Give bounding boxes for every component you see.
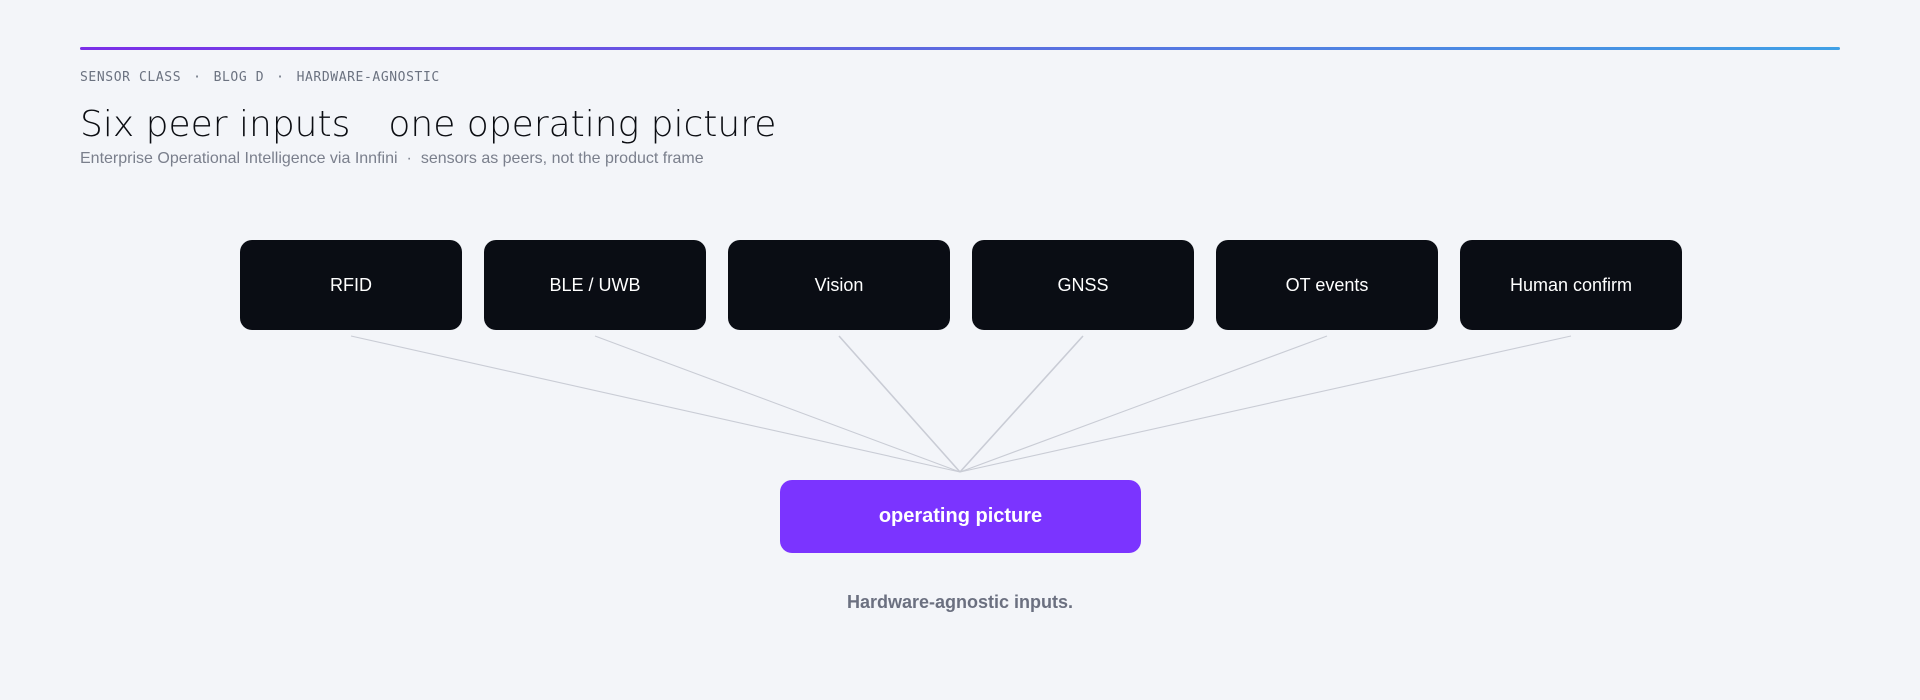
input-node-gnss: GNSS: [972, 240, 1194, 330]
connector-line: [350, 335, 961, 473]
connector-line: [959, 335, 1084, 473]
eyebrow-separator: ·: [193, 70, 202, 85]
page-title-right: one operating picture: [388, 104, 777, 145]
output-node-operating-picture: operating picture: [780, 480, 1141, 553]
page-title-left: Six peer inputs: [80, 104, 351, 145]
accent-rule: [80, 47, 1840, 50]
connector-line: [838, 335, 961, 473]
connector-line: [959, 335, 1572, 473]
connector-line: [594, 335, 961, 473]
input-node-vision: Vision: [728, 240, 950, 330]
eyebrow: SENSOR CLASS · BLOG D · HARDWARE-AGNOSTIC: [80, 70, 440, 85]
eyebrow-tag: HARDWARE-AGNOSTIC: [296, 70, 440, 85]
connector-line: [959, 335, 1328, 473]
page-subtitle: Enterprise Operational Intelligence via …: [80, 150, 704, 168]
subtitle-separator: ·: [406, 150, 412, 167]
input-node-human-confirm: Human confirm: [1460, 240, 1682, 330]
input-node-rfid: RFID: [240, 240, 462, 330]
page-title: Six peer inputs one operating picture: [80, 104, 776, 145]
subtitle-left: Enterprise Operational Intelligence via …: [80, 150, 398, 167]
input-node-ble-uwb: BLE / UWB: [484, 240, 706, 330]
eyebrow-separator: ·: [276, 70, 285, 85]
subtitle-right: sensors as peers, not the product frame: [420, 150, 704, 167]
diagram-caption: Hardware-agnostic inputs.: [846, 592, 1074, 612]
input-node-ot-events: OT events: [1216, 240, 1438, 330]
eyebrow-tag: BLOG D: [213, 70, 265, 85]
eyebrow-tag: SENSOR CLASS: [80, 70, 182, 85]
